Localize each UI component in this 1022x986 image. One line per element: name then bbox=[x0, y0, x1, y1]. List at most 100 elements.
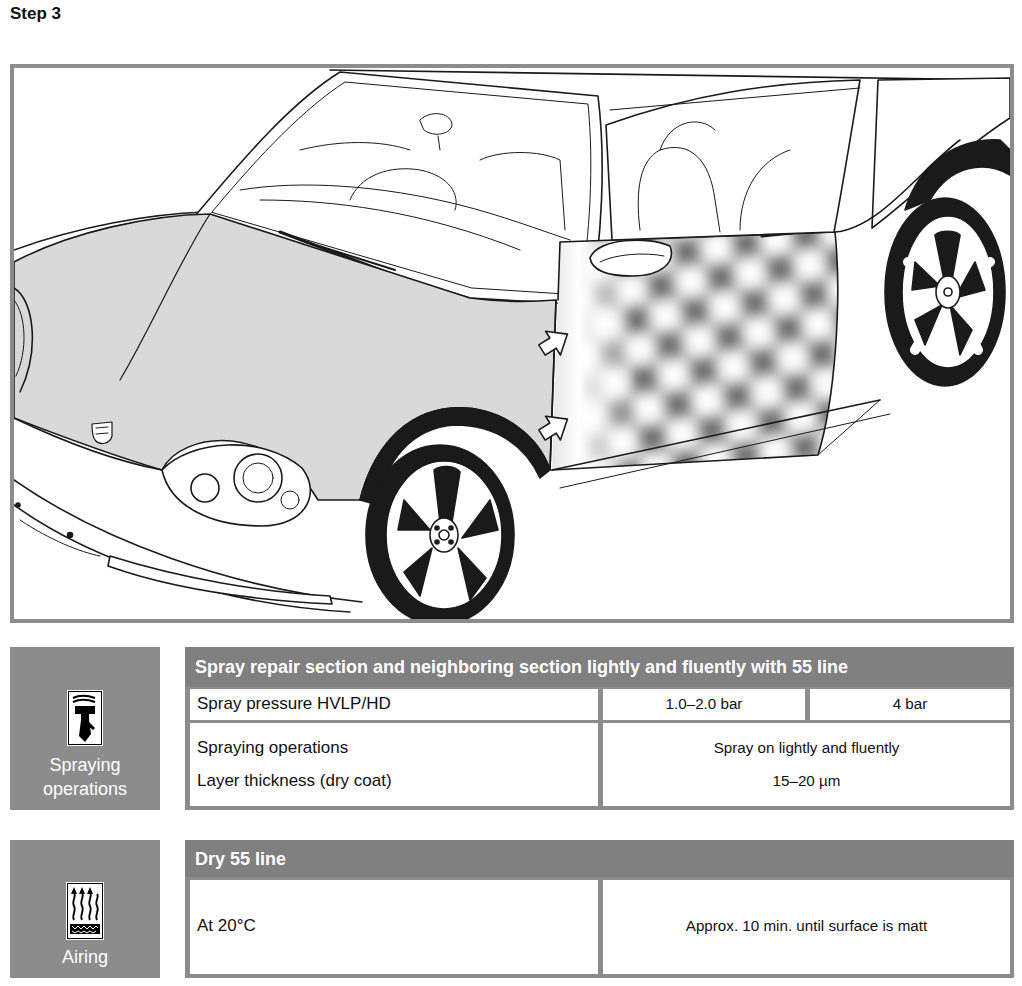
spray-gun-icon-part bbox=[67, 690, 103, 746]
category-panel: Spraying operations bbox=[10, 647, 160, 810]
car-part bbox=[560, 414, 890, 488]
airing-icon-part-part bbox=[89, 892, 91, 920]
table-cell-text: 1.0–2.0 bar bbox=[603, 694, 805, 714]
airing-icon-part bbox=[66, 882, 104, 940]
table-grid-part bbox=[190, 689, 598, 720]
car-part bbox=[438, 136, 440, 150]
car-part bbox=[540, 220, 860, 490]
car-part bbox=[240, 185, 570, 240]
rear-wheel-part bbox=[912, 231, 985, 355]
car-part bbox=[16, 503, 20, 507]
front-wheel-part bbox=[386, 461, 502, 609]
car-part bbox=[638, 147, 720, 232]
airing-icon-part bbox=[73, 892, 98, 920]
header-text: Dry 55 line bbox=[195, 848, 286, 870]
car-part bbox=[281, 491, 299, 509]
category-panel: Airing bbox=[10, 840, 160, 978]
car-part bbox=[14, 288, 32, 392]
car-part bbox=[14, 300, 24, 376]
car-part bbox=[68, 533, 73, 538]
airing-icon-part bbox=[70, 924, 100, 934]
car-part bbox=[92, 422, 112, 443]
airing-icon-part-part bbox=[96, 894, 98, 920]
table-cell-text: Spray pressure HVLP/HD bbox=[197, 694, 391, 714]
car-part-part bbox=[540, 220, 860, 490]
table-grid-part bbox=[603, 723, 1010, 806]
front-wheel-part bbox=[366, 445, 514, 619]
airing-icon-part-part bbox=[81, 892, 83, 920]
airing-icon-part bbox=[72, 926, 98, 929]
car-part bbox=[330, 70, 1010, 80]
rear-wheel-part bbox=[936, 276, 960, 308]
front-wheel-part bbox=[435, 526, 439, 530]
table-cell-text: At 20°C bbox=[197, 916, 256, 936]
car-part bbox=[108, 556, 332, 604]
car-part bbox=[420, 114, 452, 135]
table-grid-part bbox=[603, 880, 1010, 974]
table-grid-part bbox=[190, 723, 598, 806]
header-text: Spray repair section and neighboring sec… bbox=[195, 656, 848, 678]
car-part bbox=[14, 505, 350, 612]
rear-wheel-part bbox=[885, 198, 1005, 386]
table-grid-part bbox=[185, 647, 1014, 810]
car-part bbox=[191, 474, 219, 502]
car-part bbox=[234, 454, 282, 502]
car-part bbox=[600, 254, 664, 262]
car-part bbox=[610, 88, 860, 110]
car-part bbox=[550, 300, 556, 470]
table-cell-text: 15–20 µm bbox=[603, 771, 1010, 791]
car-part bbox=[14, 418, 162, 470]
table-cell-text: Approx. 10 min. until surface is matt bbox=[603, 916, 1010, 936]
front-wheel-part bbox=[398, 466, 498, 600]
table-header: Dry 55 line bbox=[185, 840, 1014, 877]
car-part bbox=[590, 240, 671, 276]
front-wheel-part bbox=[435, 540, 439, 544]
car-part bbox=[552, 232, 838, 470]
car-part bbox=[660, 122, 715, 150]
airing-icon-part-part bbox=[73, 892, 75, 920]
airing-icon-part bbox=[68, 884, 103, 939]
car-part bbox=[606, 80, 860, 240]
front-wheel bbox=[366, 445, 514, 619]
front-wheel-part bbox=[439, 530, 449, 540]
car-part bbox=[740, 150, 790, 230]
car-part bbox=[96, 427, 108, 434]
rear-wheel-part bbox=[944, 288, 952, 296]
car-part bbox=[20, 520, 100, 556]
airing-icon bbox=[66, 882, 104, 940]
car-part bbox=[243, 463, 273, 493]
car-part bbox=[818, 400, 880, 455]
table-cell-text: Spraying operations bbox=[197, 738, 348, 758]
spray-gun-icon-part bbox=[88, 722, 95, 730]
table-grid-part bbox=[810, 689, 1010, 720]
table-grid-part bbox=[603, 689, 805, 720]
table-grid-part bbox=[190, 880, 598, 974]
car-illustration bbox=[0, 0, 1022, 640]
car bbox=[14, 70, 1010, 619]
car-part bbox=[480, 153, 565, 231]
rear-wheel-part bbox=[902, 216, 994, 368]
direction-arrow-part bbox=[535, 407, 575, 447]
car-part bbox=[120, 214, 210, 380]
car-part bbox=[162, 445, 310, 526]
page-title: Step 3 bbox=[10, 4, 61, 24]
car-part-part bbox=[540, 220, 860, 490]
airing-icon-part bbox=[72, 931, 96, 933]
picture-frame bbox=[12, 66, 1012, 621]
car-part bbox=[300, 143, 410, 151]
table-grid-part bbox=[185, 840, 1014, 978]
airing-icon-part bbox=[71, 887, 93, 894]
table-cell-text: Layer thickness (dry coat) bbox=[197, 771, 392, 791]
spray-gun-icon-part bbox=[69, 692, 102, 745]
car-part bbox=[552, 400, 880, 470]
direction-arrow-part bbox=[535, 322, 575, 362]
spray-gun-icon-part bbox=[73, 696, 95, 702]
spray-gun-icon-part bbox=[75, 706, 95, 720]
panel-label: Spraying operations bbox=[10, 753, 160, 801]
direction-arrow bbox=[535, 322, 575, 362]
table-header: Spray repair section and neighboring sec… bbox=[185, 647, 1014, 687]
spray-gun-icon bbox=[67, 690, 103, 746]
front-wheel-part bbox=[449, 526, 453, 530]
